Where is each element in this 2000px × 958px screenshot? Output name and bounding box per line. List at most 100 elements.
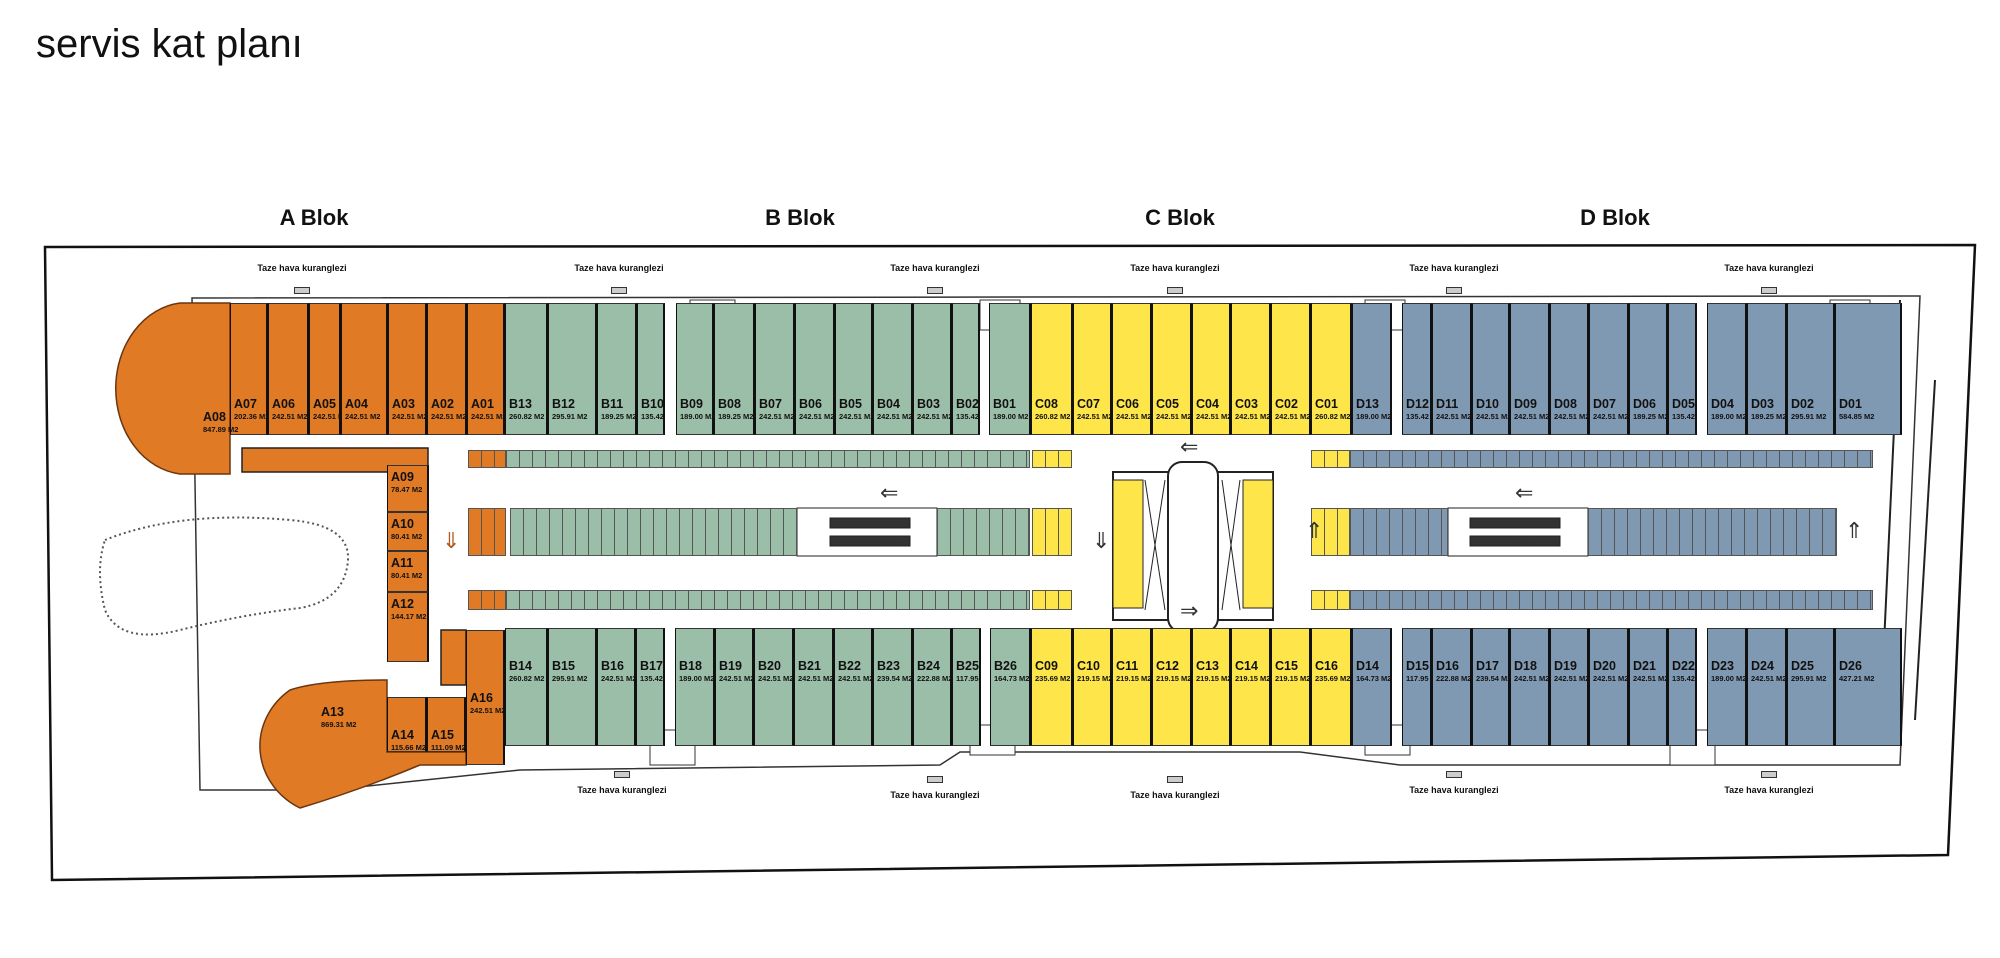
unit-id: C07 <box>1077 397 1100 411</box>
unit-id: B23 <box>877 659 900 673</box>
unit-area: 115.66 M2 <box>391 743 427 752</box>
unit-area: 295.91 M2 <box>552 412 588 421</box>
unit-area: 135.42 M2 <box>1672 412 1695 421</box>
unit-area: 242.51 M2 <box>917 412 952 421</box>
unit-id: D08 <box>1554 397 1577 411</box>
unit-id: A16 <box>470 691 493 705</box>
unit-area: 242.51 M2 <box>1235 412 1271 421</box>
ventilation-shaft-label: Taze hava kuranglezi <box>1130 790 1220 800</box>
unit-id: B09 <box>680 397 703 411</box>
unit-area: 242.51 M2 <box>431 412 467 421</box>
ventilation-shaft-icon <box>1446 771 1462 778</box>
arrow-left-icon: ⇐ <box>880 480 899 505</box>
unit-id: C04 <box>1196 397 1219 411</box>
ventilation-shaft-icon <box>1446 287 1462 294</box>
